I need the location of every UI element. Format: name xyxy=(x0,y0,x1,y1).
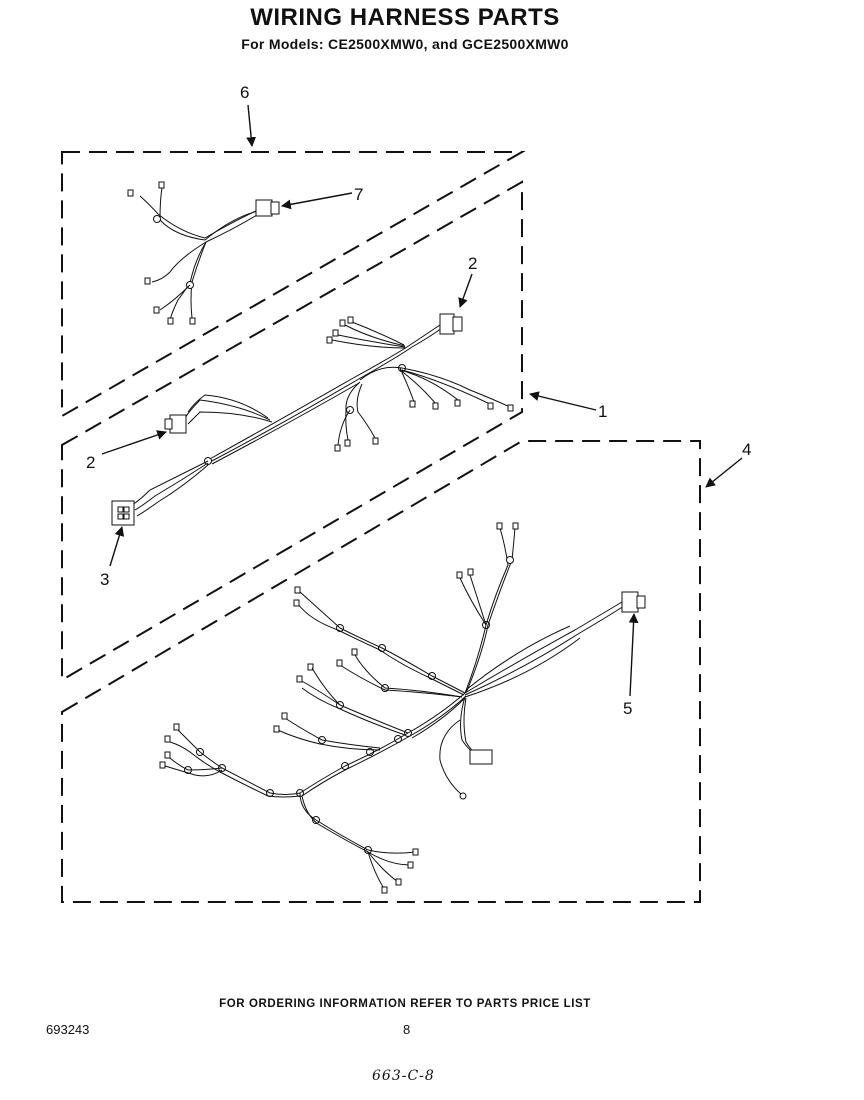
leader-6 xyxy=(246,104,257,147)
panel-4-border xyxy=(61,440,701,903)
page-title: WIRING HARNESS PARTS xyxy=(250,4,560,31)
harness-part-1 xyxy=(111,313,514,526)
page-number: 8 xyxy=(403,1022,411,1037)
leader-2-left xyxy=(101,430,167,455)
callout-7: 7 xyxy=(354,185,363,204)
leader-3 xyxy=(109,526,125,567)
callout-3: 3 xyxy=(100,570,109,589)
callout-5: 5 xyxy=(623,699,632,718)
models-subtitle: For Models: CE2500XMW0, and GCE2500XMW0 xyxy=(241,36,569,52)
leader-1 xyxy=(529,391,597,411)
ordering-info-note: FOR ORDERING INFORMATION REFER TO PARTS … xyxy=(219,998,591,1010)
callout-2-right: 2 xyxy=(468,254,477,273)
callout-6: 6 xyxy=(240,83,249,102)
callout-2-left: 2 xyxy=(86,453,95,472)
harness-part-6 xyxy=(127,181,280,325)
handwritten-code: 663-C-8 xyxy=(372,1068,435,1084)
document-number: 693243 xyxy=(46,1022,90,1037)
leader-2-right xyxy=(458,273,473,308)
callout-1: 1 xyxy=(598,402,607,421)
leader-7 xyxy=(281,192,353,210)
leader-5 xyxy=(628,613,639,697)
panel-1-border xyxy=(61,180,523,682)
panel-6-border xyxy=(61,151,526,418)
callout-4: 4 xyxy=(742,440,751,459)
harness-part-4 xyxy=(159,522,646,894)
leader-4 xyxy=(705,457,743,488)
